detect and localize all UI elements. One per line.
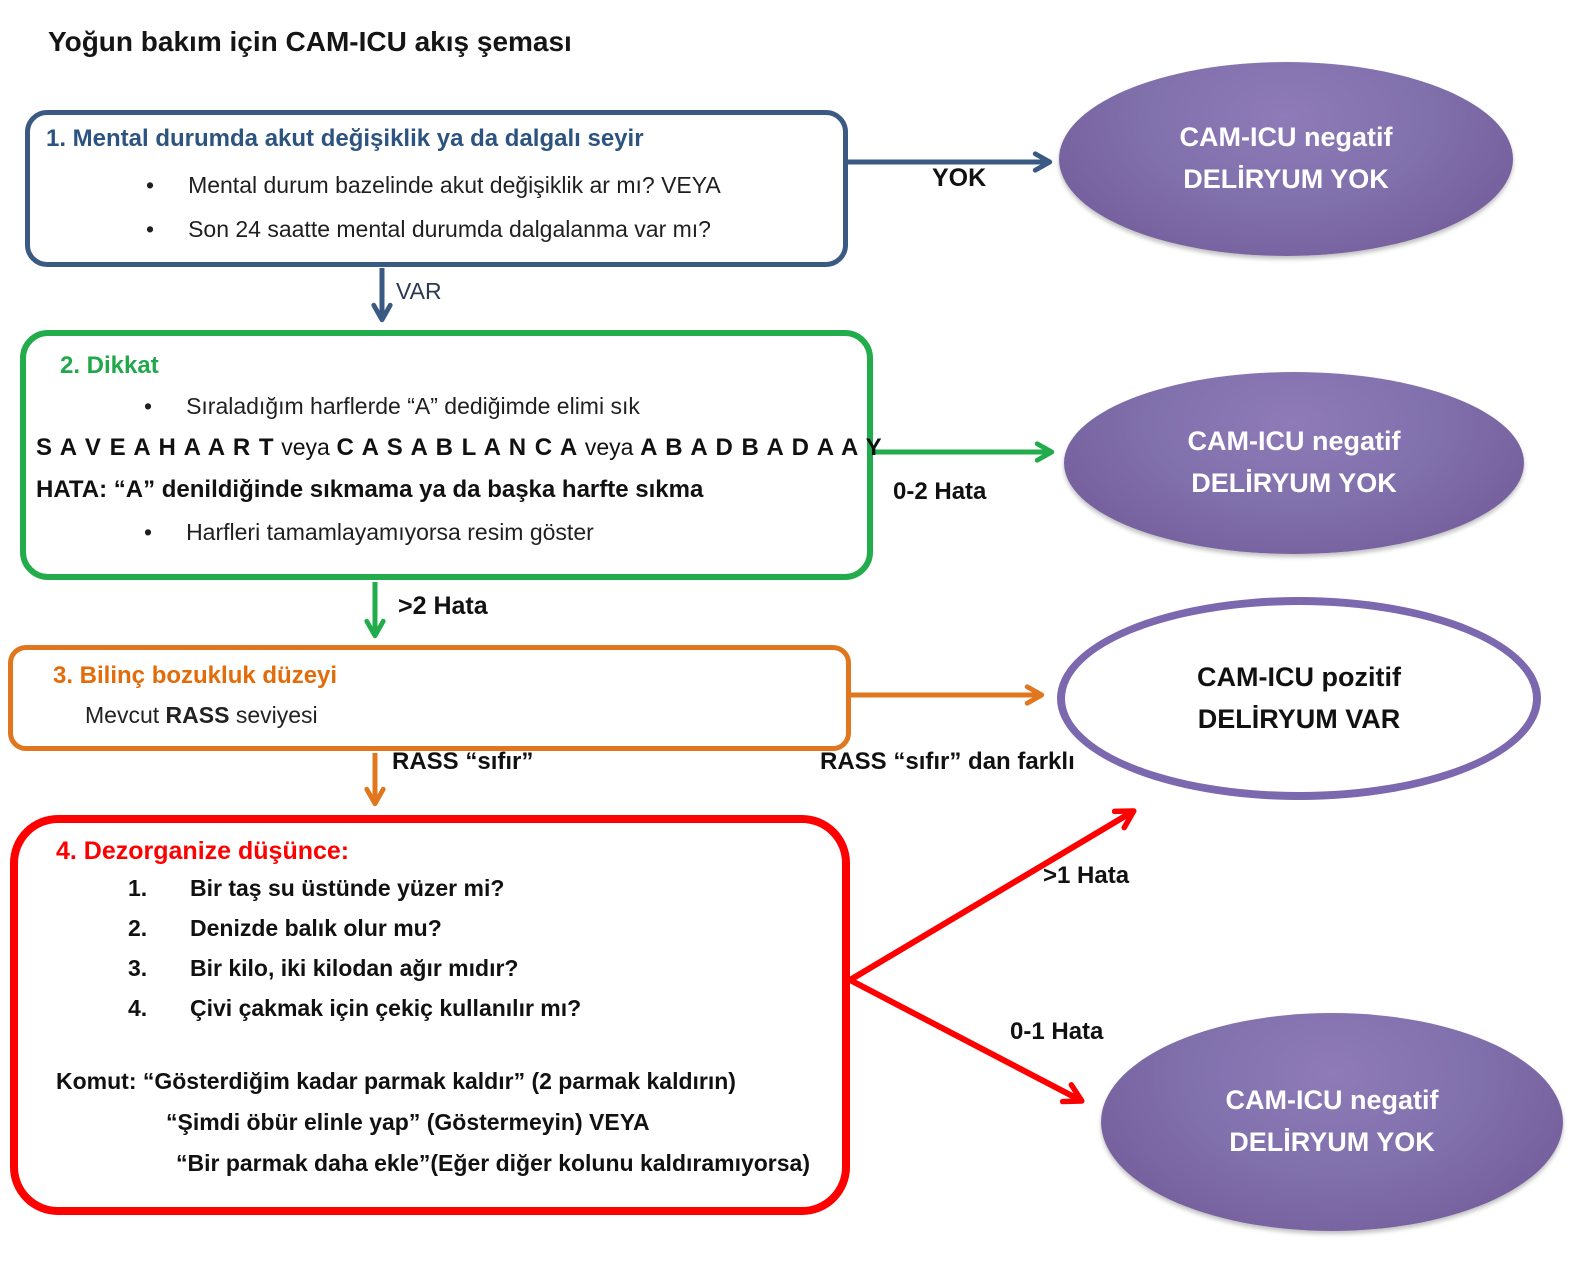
question-2-number: 2. [128, 915, 148, 941]
arrow-label-var: VAR [396, 278, 442, 304]
step1-bullet-2-text: Son 24 saatte mental durumda dalgalanma … [188, 216, 711, 242]
letter-sequence-1: S A V E A H A A R T [36, 434, 275, 461]
step4-question-4: 4. Çivi çakmak için çekiç kullanılır mı? [128, 995, 581, 1022]
outcome-1-line-2: DELİRYUM YOK [1183, 164, 1389, 194]
step2-bullet-1: Sıraladığım harflerde “A” dediğimde elim… [144, 392, 640, 421]
outcome-positive-delirium: CAM-ICU pozitif DELİRYUM VAR [1057, 597, 1541, 800]
step3-box-consciousness-level: 3. Bilinç bozukluk düzeyi Mevcut RASS se… [8, 645, 851, 751]
arrow-label-rass-farkli: RASS “sıfır” dan farklı [820, 748, 1075, 775]
arrow-label-0-1-hata: 0-1 Hata [1010, 1018, 1104, 1045]
step4-command-line-1: Komut: “Gösterdiğim kadar parmak kaldır”… [56, 1068, 736, 1094]
step2-error-definition: HATA: “A” denildiğinde sıkmama ya da baş… [36, 476, 704, 503]
question-3-number: 3. [128, 955, 148, 981]
letter-sequence-2: C A S A B L A N C A [336, 434, 579, 461]
step4-question-1: 1. Bir taş su üstünde yüzer mi? [128, 875, 504, 902]
letter-sequence-3: A B A D B A D A A Y [640, 434, 883, 461]
step2-bullet-2: Harfleri tamamlayamıyorsa resim göster [144, 518, 594, 547]
outcome-3-line-1: CAM-ICU pozitif [1197, 661, 1401, 692]
step4-command-line-2: “Şimdi öbür elinle yap” (Göstermeyin) VE… [166, 1109, 650, 1135]
step2-title: 2. Dikkat [60, 352, 159, 379]
question-1-number: 1. [128, 875, 148, 901]
outcome-negative-step2: CAM-ICU negatif DELİRYUM YOK [1064, 372, 1524, 554]
outcome-negative-step4: CAM-ICU negatif DELİRYUM YOK [1101, 1013, 1563, 1231]
question-4-text: Çivi çakmak için çekiç kullanılır mı? [190, 995, 582, 1021]
outcome-negative-step1: CAM-ICU negatif DELİRYUM YOK [1059, 62, 1513, 256]
step4-title: 4. Dezorganize düşünce: [56, 837, 350, 865]
step2-letter-sequences: S A V E A H A A R T veya C A S A B L A N… [36, 434, 883, 462]
step4-command-line-3: “Bir parmak daha ekle”(Eğer diğer kolunu… [176, 1150, 810, 1176]
page-title: Yoğun bakım için CAM-ICU akış şeması [48, 26, 572, 57]
arrow-label-gt1-hata: >1 Hata [1043, 862, 1130, 889]
rass-line-pre: Mevcut [85, 702, 166, 728]
letter-separator-2: veya [584, 434, 634, 460]
outcome-3-line-2: DELİRYUM VAR [1197, 703, 1401, 734]
rass-line-post: seviyesi [229, 702, 318, 728]
outcome-4-line-2: DELİRYUM YOK [1229, 1127, 1435, 1157]
step1-title: 1. Mental durumda akut değişiklik ya da … [46, 125, 644, 152]
arrow-step4-to-positive [848, 808, 1137, 983]
outcome-1-line-1: CAM-ICU negatif [1179, 122, 1393, 153]
letter-separator-1: veya [281, 434, 330, 460]
step4-question-3: 3. Bir kilo, iki kilodan ağır mıdır? [128, 955, 518, 982]
step4-box-disorganized-thinking: 4. Dezorganize düşünce: 1. Bir taş su üs… [10, 815, 850, 1215]
question-1-text: Bir taş su üstünde yüzer mi? [190, 875, 505, 901]
step1-bullet-1: Mental durum bazelinde akut değişiklik a… [146, 171, 721, 200]
arrow-label-0-2-hata: 0-2 Hata [893, 478, 987, 505]
question-2-text: Denizde balık olur mu? [190, 915, 442, 941]
step1-bullet-1-text: Mental durum bazelinde akut değişiklik a… [188, 172, 721, 198]
step2-box-attention: 2. Dikkat Sıraladığım harflerde “A” dedi… [20, 330, 882, 580]
step3-rass-line: Mevcut RASS seviyesi [85, 702, 318, 729]
outcome-2-line-1: CAM-ICU negatif [1187, 426, 1401, 457]
arrow-label-rass-sifir: RASS “sıfır” [392, 748, 534, 775]
step1-box-mental-status: 1. Mental durumda akut değişiklik ya da … [25, 110, 848, 267]
arrow-label-yok: YOK [932, 164, 987, 192]
step1-bullet-2: Son 24 saatte mental durumda dalgalanma … [146, 215, 711, 244]
outcome-2-line-2: DELİRYUM YOK [1191, 468, 1397, 498]
question-4-number: 4. [128, 995, 148, 1021]
arrow-label-gt2-hata: >2 Hata [398, 592, 488, 620]
step3-title: 3. Bilinç bozukluk düzeyi [53, 662, 338, 689]
rass-line-bold: RASS [165, 702, 230, 728]
outcome-4-line-1: CAM-ICU negatif [1225, 1085, 1439, 1116]
question-3-text: Bir kilo, iki kilodan ağır mıdır? [190, 955, 519, 981]
step2-bullet-1-text: Sıraladığım harflerde “A” dediğimde elim… [186, 393, 640, 419]
step2-bullet-2-text: Harfleri tamamlayamıyorsa resim göster [186, 519, 594, 545]
step4-question-2: 2. Denizde balık olur mu? [128, 915, 442, 942]
